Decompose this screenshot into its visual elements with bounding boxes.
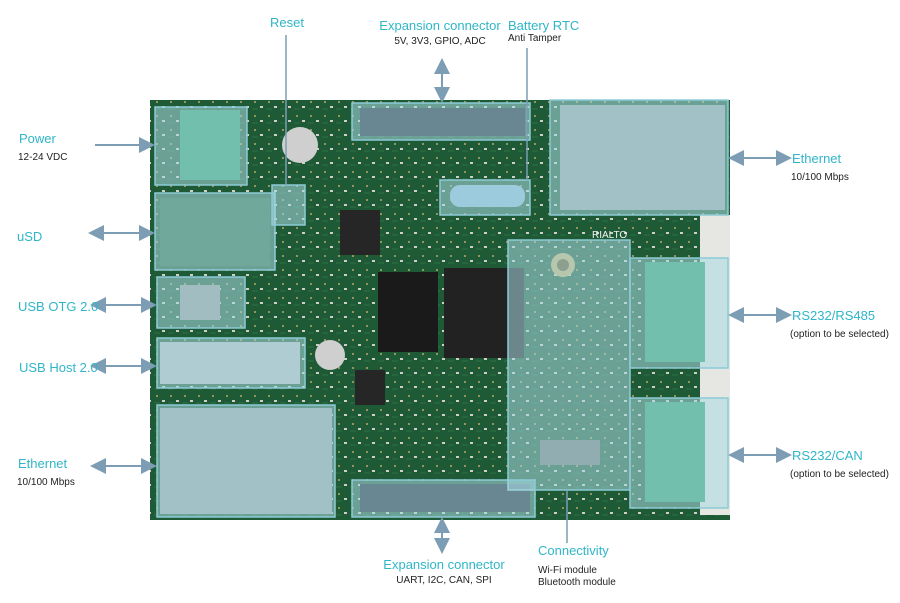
usb-otg-label: USB OTG 2.0 bbox=[18, 299, 99, 314]
highlight-ethernet-left bbox=[156, 404, 336, 518]
can-label: RS232/CAN bbox=[792, 448, 863, 463]
ethernet-right-sub: 10/100 Mbps bbox=[791, 172, 849, 183]
power-sub: 12-24 VDC bbox=[18, 152, 68, 163]
power-label: Power bbox=[19, 131, 56, 146]
highlight-power bbox=[154, 106, 248, 186]
connectivity-sub-wifi: Wi-Fi module bbox=[538, 565, 597, 576]
chip bbox=[355, 370, 385, 405]
usd-label: uSD bbox=[17, 229, 43, 244]
highlight-expansion-top bbox=[351, 102, 531, 141]
board-marking: RIALTO bbox=[592, 230, 627, 241]
expansion-top-label: Expansion connector bbox=[379, 18, 501, 33]
highlight-usd bbox=[154, 192, 276, 271]
reset-label: Reset bbox=[270, 15, 304, 30]
chip bbox=[340, 210, 380, 255]
rs485-label: RS232/RS485 bbox=[792, 308, 876, 323]
rs485-sub: (option to be selected) bbox=[790, 329, 889, 340]
highlight-can bbox=[629, 397, 729, 509]
capacitor bbox=[315, 340, 345, 370]
expansion-bottom-label: Expansion connector bbox=[383, 557, 505, 572]
highlight-connectivity bbox=[507, 239, 631, 491]
highlight-rs485 bbox=[629, 257, 729, 369]
ram-chip bbox=[378, 272, 438, 352]
usb-host-label: USB Host 2.0 bbox=[19, 360, 98, 375]
highlight-usb-otg bbox=[156, 276, 246, 329]
ethernet-left-label: Ethernet bbox=[18, 456, 68, 471]
highlight-reset bbox=[271, 184, 306, 226]
highlight-usb-host bbox=[156, 337, 306, 389]
highlight-battery bbox=[439, 179, 531, 216]
expansion-bottom-sub: UART, I2C, CAN, SPI bbox=[396, 575, 492, 586]
capacitor bbox=[282, 127, 318, 163]
connectivity-sub-bt: Bluetooth module bbox=[538, 577, 616, 588]
expansion-top-sub: 5V, 3V3, GPIO, ADC bbox=[394, 36, 486, 47]
ethernet-right-label: Ethernet bbox=[792, 151, 842, 166]
can-sub: (option to be selected) bbox=[790, 469, 889, 480]
highlight-expansion-bottom bbox=[351, 479, 536, 518]
ethernet-left-sub: 10/100 Mbps bbox=[17, 477, 75, 488]
highlight-ethernet-right bbox=[549, 99, 729, 216]
battery-label: Battery RTC bbox=[508, 18, 580, 33]
battery-sub: Anti Tamper bbox=[508, 33, 562, 44]
connectivity-label: Connectivity bbox=[538, 543, 609, 558]
